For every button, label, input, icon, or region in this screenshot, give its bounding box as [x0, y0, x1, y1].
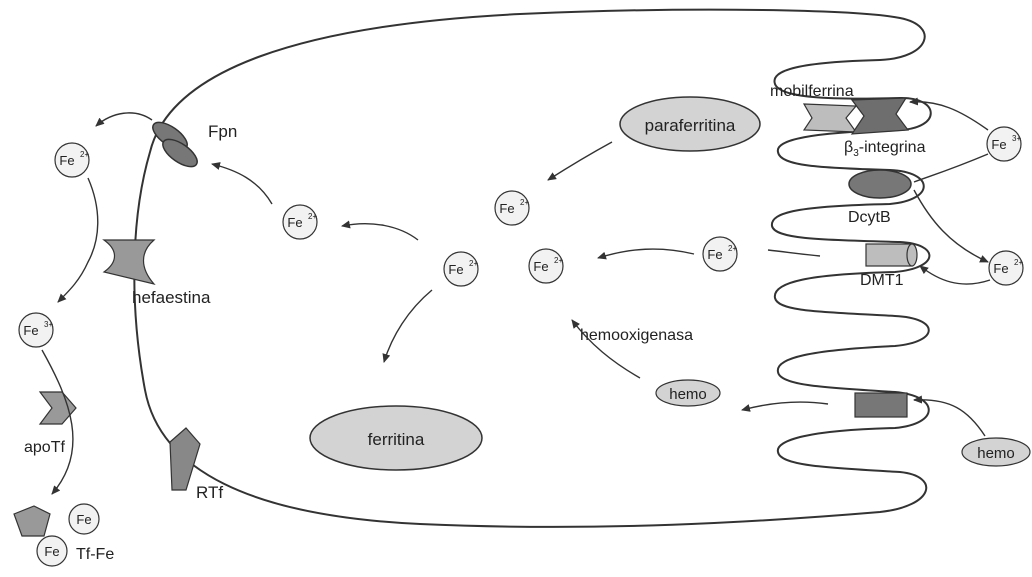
tf-fe-ion-2-label: Fe	[44, 544, 59, 559]
fe2-ion-outside-top: Fe 2+	[55, 143, 89, 177]
svg-text:Fe: Fe	[448, 262, 463, 277]
svg-text:2+: 2+	[80, 150, 89, 159]
svg-text:Fe: Fe	[23, 323, 38, 338]
svg-text:Fe: Fe	[991, 137, 1006, 152]
hemooxigenasa-label: hemooxigenasa	[580, 327, 693, 344]
svg-text:2+: 2+	[1014, 258, 1023, 267]
hemo-intracellular-label: hemo	[669, 386, 707, 403]
fe2-ion-lumen: Fe 2+	[989, 251, 1023, 285]
dcytb-label: DcytB	[848, 209, 891, 226]
arrow-fe2-to-dmt1	[920, 266, 990, 284]
arrow-fe2-to-fe3	[58, 178, 98, 302]
apotf-label: apoTf	[24, 439, 65, 456]
mobilferrina-icon	[804, 98, 908, 134]
arrow-fe3-to-dcytb	[914, 154, 988, 182]
svg-text:Fe: Fe	[499, 201, 514, 216]
svg-text:Fe: Fe	[993, 261, 1008, 276]
paraferritina-label: paraferritina	[645, 116, 736, 135]
fe2-ion-cyto-5: Fe 2+	[703, 237, 737, 271]
ferroportin-icon	[148, 117, 201, 172]
svg-text:Fe: Fe	[533, 259, 548, 274]
tf-fe-label: Tf-Fe	[76, 546, 114, 563]
arrow-paraferritina-to-fe2	[548, 142, 612, 180]
svg-text:2+: 2+	[469, 259, 478, 268]
fe2-ion-cyto-3: Fe 2+	[495, 191, 529, 225]
transferrin-icon	[14, 506, 50, 536]
fe3-ion-lumen: Fe 3+	[987, 127, 1021, 161]
dcytb-icon	[849, 170, 911, 198]
arrow-fpn-to-fe2	[96, 113, 152, 126]
svg-text:Fe: Fe	[287, 215, 302, 230]
arrow-cyto-to-fpn	[212, 164, 272, 204]
svg-text:2+: 2+	[554, 256, 563, 265]
svg-text:3+: 3+	[1012, 134, 1021, 143]
ferritina-label: ferritina	[368, 430, 425, 449]
svg-text:2+: 2+	[308, 212, 317, 221]
mobilferrina-label: mobilferrina	[770, 83, 854, 100]
arrow-dmt1-line	[768, 250, 820, 256]
svg-text:Fe: Fe	[59, 153, 74, 168]
fe3-ion-outside-left: Fe 3+	[19, 313, 53, 347]
hefaestina-label: hefaestina	[132, 288, 211, 307]
arrow-to-ferritina	[384, 290, 432, 362]
dmt1-icon	[866, 244, 917, 266]
fe2-ion-cyto-4: Fe 2+	[529, 249, 563, 283]
tf-fe-ion-1-label: Fe	[76, 512, 91, 527]
transferrin-receptor-icon	[170, 428, 200, 490]
fpn-label: Fpn	[208, 122, 237, 141]
dmt1-label: DMT1	[860, 272, 904, 289]
svg-text:2+: 2+	[728, 244, 737, 253]
svg-text:3+: 3+	[44, 320, 53, 329]
svg-text:2+: 2+	[520, 198, 529, 207]
arrow-fe2-leftward	[342, 224, 418, 240]
svg-text:Fe: Fe	[707, 247, 722, 262]
heme-transporter-icon	[855, 393, 907, 417]
arrow-fe2-from-dmt1	[598, 249, 694, 258]
fe2-ion-cyto-1: Fe 2+	[283, 205, 317, 239]
hemo-extracellular-label: hemo	[977, 445, 1015, 462]
rtf-label: RTf	[196, 483, 223, 502]
arrow-dcytb-to-fe2	[914, 190, 988, 262]
integrina-label: β3-integrina	[844, 139, 926, 159]
fe2-ion-cyto-2: Fe 2+	[444, 252, 478, 286]
hefaestina-icon	[104, 240, 154, 284]
arrow-transporter-to-hemo	[742, 402, 828, 410]
